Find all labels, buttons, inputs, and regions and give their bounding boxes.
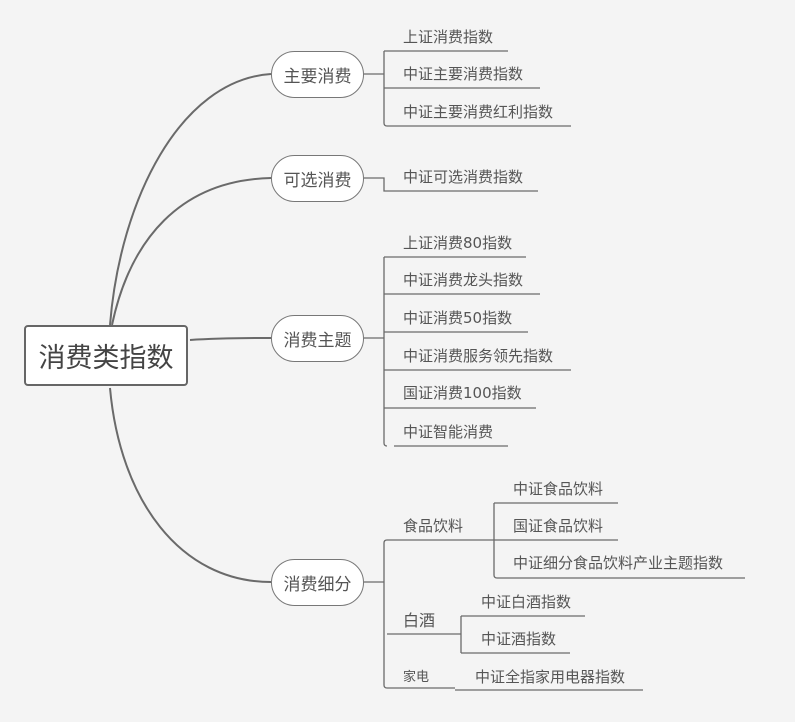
group-node-food-beverage[interactable]: 食品饮料 bbox=[403, 517, 464, 535]
branch-node-consumption-theme[interactable]: 消费主题 bbox=[271, 315, 364, 362]
branch-node-consumption-segment[interactable]: 消费细分 bbox=[271, 559, 364, 606]
root-node[interactable]: 消费类指数 bbox=[24, 325, 188, 386]
group-node-liquor[interactable]: 白酒 bbox=[403, 611, 436, 630]
leaf-node[interactable]: 中证可选消费指数 bbox=[403, 168, 524, 186]
leaf-node[interactable]: 国证消费100指数 bbox=[403, 384, 522, 402]
leaf-node[interactable]: 上证消费指数 bbox=[403, 28, 494, 46]
group-node-appliances[interactable]: 家电 bbox=[403, 670, 430, 685]
branch-node-main-consumption[interactable]: 主要消费 bbox=[271, 51, 364, 98]
leaf-node[interactable]: 中证白酒指数 bbox=[481, 593, 572, 611]
leaf-node[interactable]: 上证消费80指数 bbox=[403, 234, 513, 252]
leaf-node[interactable]: 中证细分食品饮料产业主题指数 bbox=[513, 554, 724, 572]
leaf-node[interactable]: 中证酒指数 bbox=[481, 630, 557, 648]
leaf-node[interactable]: 国证食品饮料 bbox=[513, 517, 604, 535]
leaf-node[interactable]: 中证消费50指数 bbox=[403, 309, 513, 327]
branch-node-optional-consumption[interactable]: 可选消费 bbox=[271, 155, 364, 202]
leaf-node[interactable]: 中证消费龙头指数 bbox=[403, 271, 524, 289]
leaf-node[interactable]: 中证食品饮料 bbox=[513, 480, 604, 498]
leaf-node[interactable]: 中证全指家用电器指数 bbox=[475, 668, 626, 686]
leaf-node[interactable]: 中证主要消费指数 bbox=[403, 65, 524, 83]
leaf-node[interactable]: 中证主要消费红利指数 bbox=[403, 103, 554, 121]
leaf-node[interactable]: 中证消费服务领先指数 bbox=[403, 347, 554, 365]
leaf-node[interactable]: 中证智能消费 bbox=[403, 423, 494, 441]
